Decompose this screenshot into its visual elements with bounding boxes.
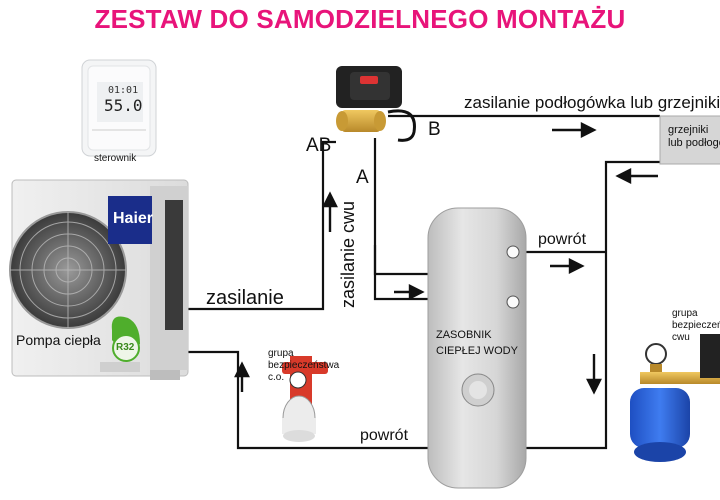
refrigerant-label: R32 (116, 342, 135, 353)
controller-time: 01:01 (108, 85, 139, 96)
controller-temp: 55.0 (104, 96, 143, 115)
safety-cwu-line2: bezpieczeństwa (672, 320, 720, 331)
r32-badge-icon (111, 316, 140, 362)
controller-device (81, 59, 157, 157)
label-supply-dhw: zasilanie cwu (338, 200, 358, 308)
label-return-tank: powrót (538, 231, 587, 248)
tank-label-line2: CIEPŁEJ WODY (436, 345, 518, 357)
label-supply-floor: zasilanie podłogówka lub grzejniki (464, 93, 720, 112)
heat-pump-label: Pompa ciepła (16, 332, 101, 348)
radiators-line2: lub podłogówka (668, 137, 720, 149)
heat-pump-unit (9, 179, 189, 380)
controller-label: sterownik (94, 153, 137, 164)
label-supply-main: zasilanie (206, 287, 284, 309)
safety-group-cwu (630, 334, 720, 462)
label-return-main: powrót (360, 427, 409, 444)
pipe-network (188, 114, 660, 450)
radiators-line1: grzejniki (668, 124, 709, 136)
valve-port-ab: AB (306, 135, 332, 156)
arrow-up-supply (322, 191, 338, 232)
safety-cwu-line1: grupa (672, 308, 698, 319)
arrow-up-return (234, 361, 250, 392)
pipe-supply-main (188, 140, 336, 311)
arrow-right-dhw (394, 284, 425, 300)
arrow-left-return-box (615, 168, 658, 184)
safety-co-line3: c.o. (268, 372, 285, 383)
valve-port-a: A (356, 167, 369, 188)
three-way-valve (336, 66, 416, 142)
brand-plate (108, 196, 152, 244)
radiators-box (659, 115, 720, 165)
tank-label-line1: ZASOBNIK (436, 329, 492, 341)
radiators-box-label: grzejniki lub podłogówka (668, 124, 720, 150)
diagram-title: ZESTAW DO SAMODZIELNEGO MONTAŻU (94, 4, 626, 34)
arrow-right-tank-return (550, 258, 585, 274)
arrow-down-collector (586, 354, 602, 395)
safety-co-line1: grupa (268, 348, 294, 359)
heat-pump-brand: Haier (113, 210, 154, 227)
hot-water-tank (427, 207, 527, 489)
valve-port-b: B (428, 119, 441, 140)
safety-co-line2: bezpieczeństwa (268, 360, 340, 371)
safety-group-co (282, 356, 328, 442)
safety-cwu-line3: cwu (672, 332, 690, 343)
pipe-return-collector (188, 160, 660, 450)
flow-arrows (234, 122, 658, 395)
arrow-right-floor (552, 122, 597, 138)
